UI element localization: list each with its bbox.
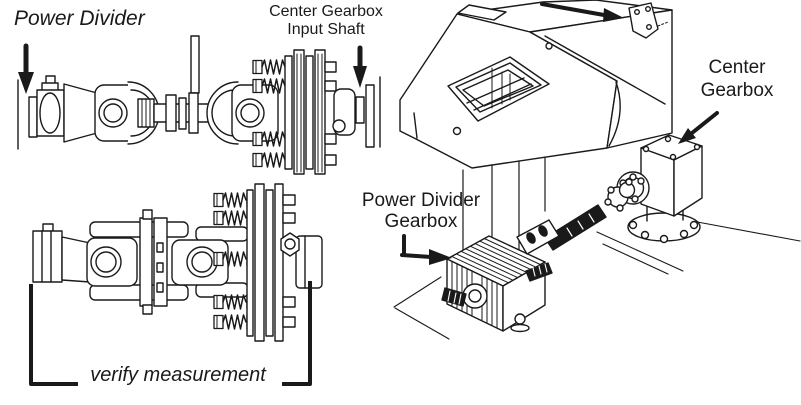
label-power-divider-gearbox: Power Divider Gearbox: [362, 190, 480, 233]
label-line: Gearbox: [700, 80, 774, 102]
label-power-divider: Power Divider: [14, 7, 145, 30]
power-divider-gearbox: [441, 235, 553, 333]
label-center-gearbox: Center Gearbox: [701, 56, 774, 102]
label-line: Input Shaft: [287, 20, 365, 38]
label-center-gearbox-input-shaft: Center Gearbox Input Shaft: [269, 3, 383, 39]
center-flange: [139, 209, 168, 315]
center-gearbox-arrow-icon: [678, 111, 719, 144]
measurement-bracket: [29, 281, 312, 386]
u-joint-upper: [604, 178, 636, 212]
input-shaft-arrow-icon: [353, 45, 367, 88]
pto-stub-shaft: [525, 262, 553, 282]
label-line: Center Gearbox: [269, 3, 383, 20]
label-line: Center: [708, 57, 766, 78]
driveshaft: [544, 204, 607, 251]
hopper-hood: [399, 0, 673, 169]
u-joint-lower: [516, 219, 560, 255]
clutch-plates-top-view: [284, 49, 337, 175]
label-verify-measurement: verify measurement: [90, 364, 266, 386]
clutch-springs-bottom-view: [213, 192, 248, 330]
label-line: Gearbox: [384, 211, 458, 233]
verify-measurement-shaft-view: [29, 183, 323, 386]
mount-bracket: [628, 2, 669, 39]
label-line: Power Divider: [361, 190, 481, 211]
power-divider-shaft-side-view: [17, 35, 381, 175]
clutch-plates-bottom-view: [246, 183, 296, 342]
mount-bracket-arrow-icon: [540, 2, 624, 22]
power-divider-gearbox-arrow-icon: [400, 234, 452, 265]
ground-lines: [393, 220, 801, 340]
power-divider-arrow-icon: [18, 43, 34, 94]
output-shaft-stub: [441, 287, 467, 307]
machine-isometric-view: [393, 0, 801, 340]
u-joint-2: [206, 81, 279, 145]
center-gearbox: [604, 134, 703, 244]
hopper-opening: [447, 56, 550, 122]
